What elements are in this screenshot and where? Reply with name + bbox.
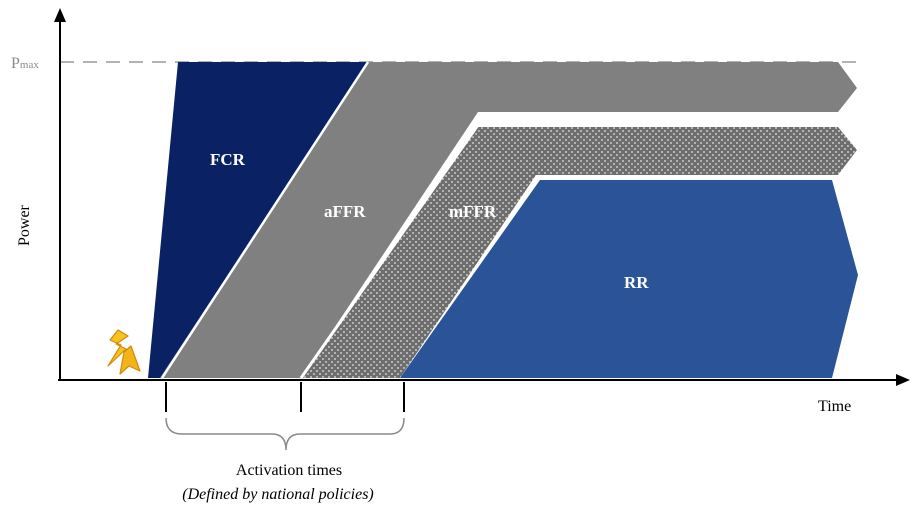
y-axis-arrowhead — [54, 8, 66, 22]
mffr-label: mFFR — [449, 202, 497, 221]
activation-caption: Activation times — [236, 462, 342, 479]
pmax-label: Pmax — [11, 55, 39, 72]
affr-region — [160, 62, 857, 378]
fcr-region — [148, 62, 368, 378]
x-axis-arrowhead — [896, 374, 910, 386]
x-axis-label: Time — [818, 398, 851, 415]
y-axis-label: Power — [16, 204, 33, 246]
affr-label: aFFR — [324, 202, 366, 221]
pmax-sub: max — [20, 59, 39, 71]
rr-region — [400, 180, 858, 378]
activation-brace — [165, 417, 405, 451]
pmax-main: P — [11, 55, 20, 72]
fcr-label: FCR — [210, 150, 246, 169]
mffr-region — [301, 127, 857, 378]
rr-label: RR — [624, 273, 649, 292]
activation-caption-note: (Defined by national policies) — [182, 486, 374, 503]
fcr-affr-separator — [160, 61, 370, 379]
affr-mffr-separator — [299, 123, 838, 379]
lightning-icon — [107, 329, 141, 375]
